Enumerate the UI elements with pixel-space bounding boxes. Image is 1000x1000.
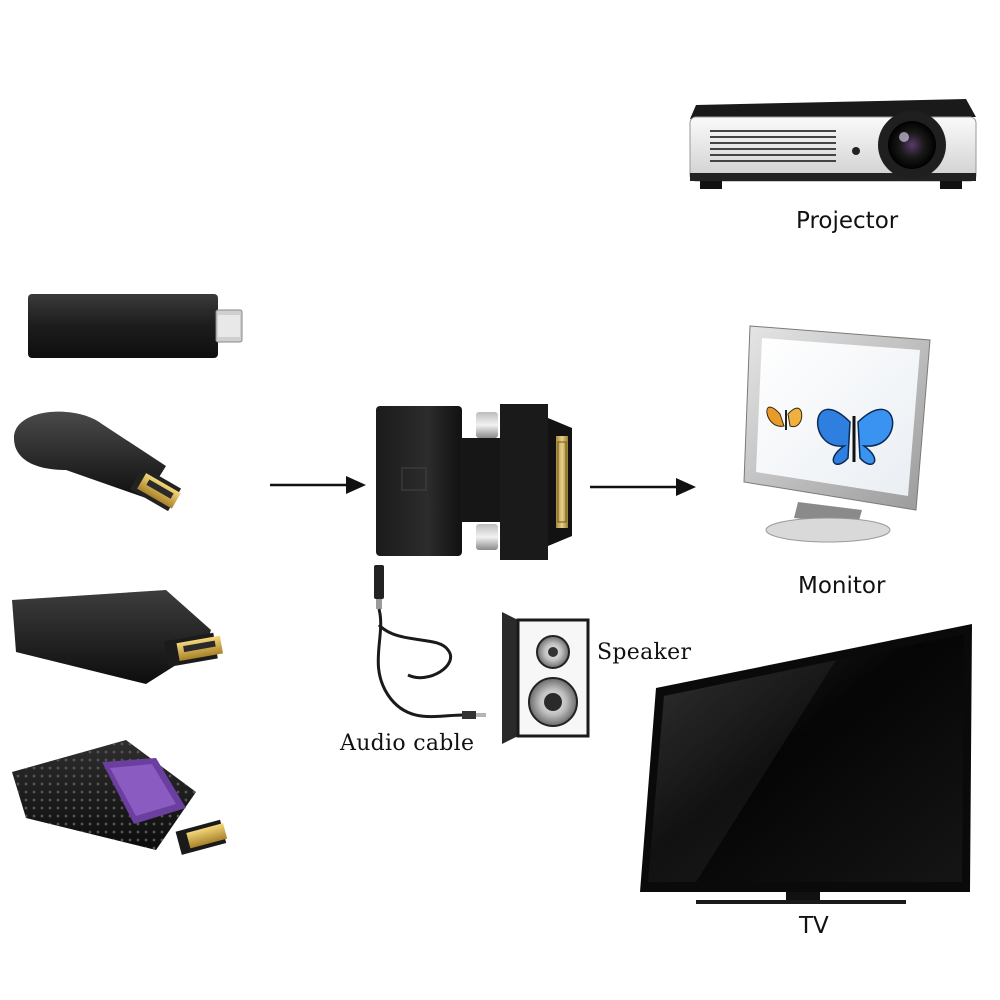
projector-icon (689, 99, 977, 189)
projector-label: Projector (796, 208, 899, 234)
chromecast-dongle-icon (14, 411, 182, 512)
monitor-icon (743, 325, 931, 543)
monitor-label: Monitor (798, 573, 886, 599)
audio-cable-label: Audio cable (340, 731, 475, 756)
arrow-right-icon (270, 476, 366, 494)
tv-icon (640, 624, 972, 904)
arrow-right-icon (590, 478, 696, 496)
speaker-label: Speaker (597, 640, 692, 665)
audio-cable-icon (374, 565, 486, 719)
hdmi-stick-device-icon (28, 294, 243, 358)
wireless-hdmi-dongle-icon (12, 740, 228, 855)
tv-label: TV (799, 913, 829, 939)
hdmi-to-vga-adapter-icon (376, 404, 572, 560)
hdmi-dongle-device-icon (12, 590, 223, 684)
butterfly-small-icon (766, 406, 803, 430)
speaker-icon (502, 612, 590, 744)
butterfly-large-icon (816, 408, 894, 465)
